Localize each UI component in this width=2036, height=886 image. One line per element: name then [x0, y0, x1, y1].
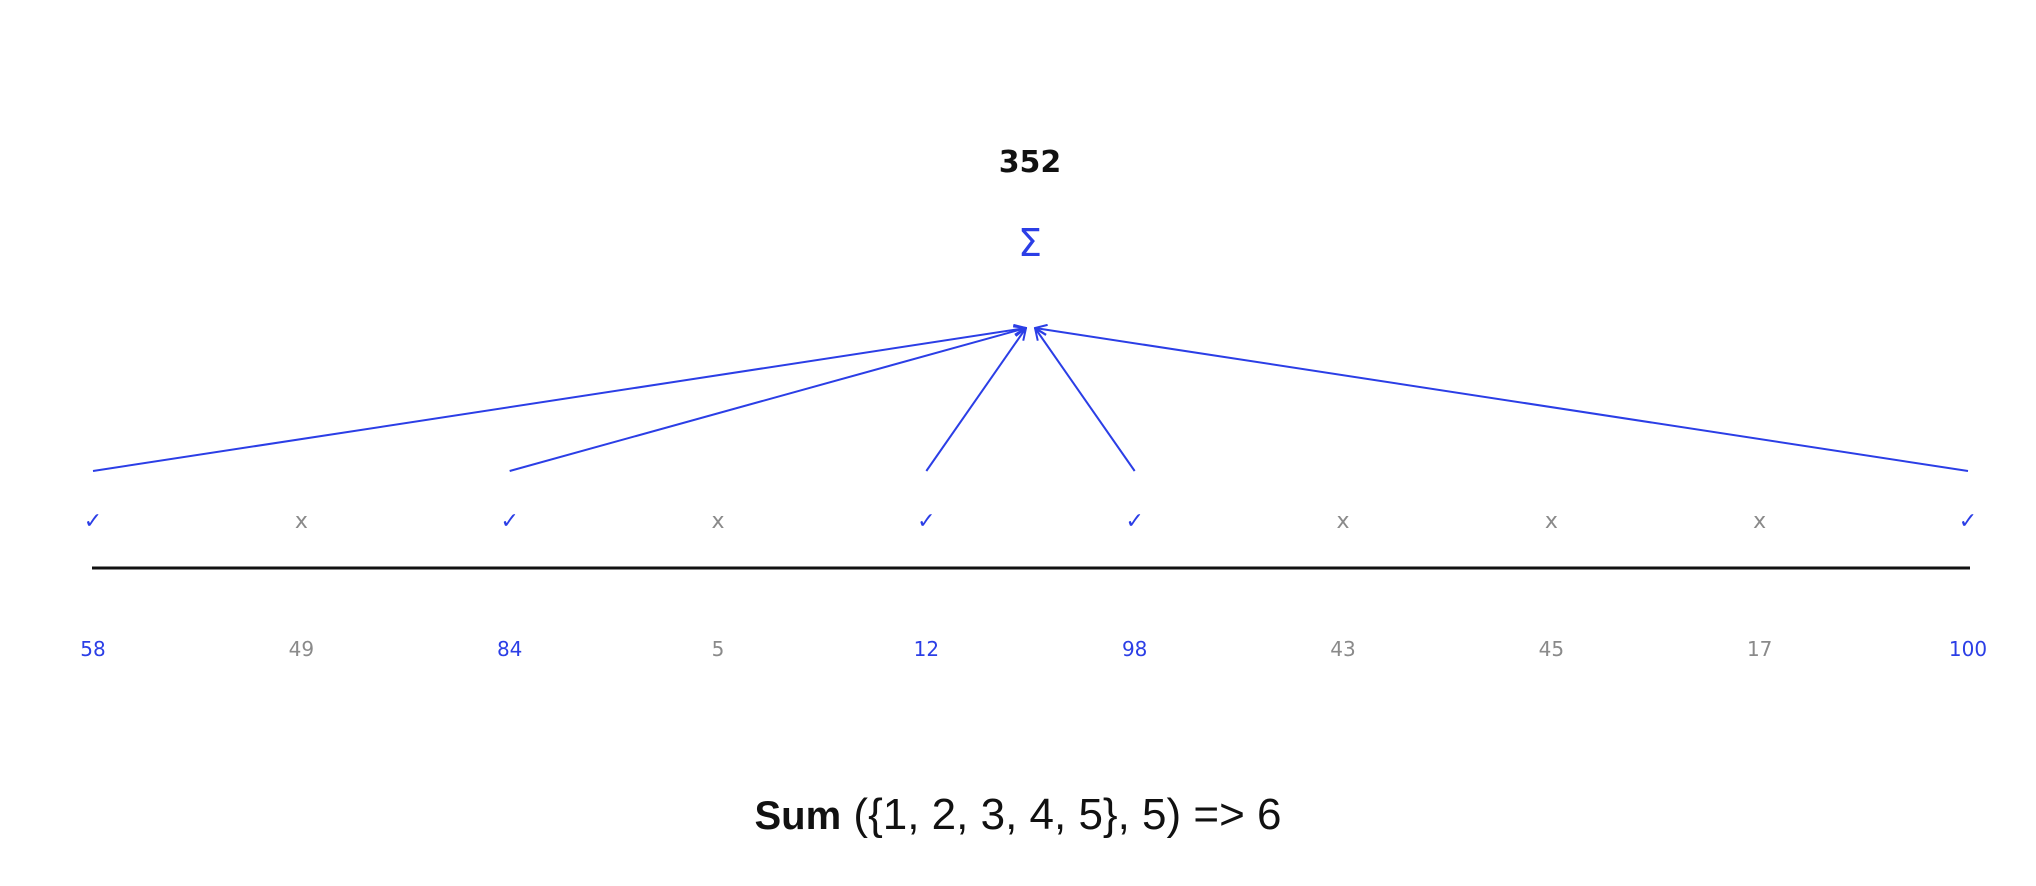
arrows-group [92, 328, 1969, 472]
cross-icon: x [1336, 509, 1349, 534]
item-value-5: 5 [712, 637, 725, 661]
check-icon: ✓ [500, 509, 518, 534]
cross-icon: x [1753, 509, 1766, 534]
sigma-icon: Σ [1018, 221, 1042, 265]
caption-expression: ({1, 2, 3, 4, 5}, 5) => 6 [841, 790, 1282, 839]
arrow-100 [1035, 328, 1969, 472]
item-value-45: 45 [1539, 637, 1564, 661]
cross-icon: x [711, 509, 724, 534]
item-value-98: 98 [1122, 637, 1147, 661]
check-icon: ✓ [84, 509, 102, 534]
cross-icon: x [1545, 509, 1558, 534]
check-icon: ✓ [1959, 509, 1977, 534]
values-group: 58 49 84 5 12 98 43 45 17 100 [80, 637, 1987, 661]
item-value-43: 43 [1330, 637, 1355, 661]
item-value-17: 17 [1747, 637, 1772, 661]
item-value-84: 84 [497, 637, 522, 661]
cross-icon: x [295, 509, 308, 534]
item-value-12: 12 [914, 637, 939, 661]
item-value-58: 58 [80, 637, 105, 661]
caption-function-name: Sum [754, 794, 842, 838]
total-value: 352 [999, 145, 1062, 180]
item-value-100: 100 [1949, 637, 1987, 661]
arrow-98 [1035, 328, 1136, 472]
check-icon: ✓ [1125, 509, 1143, 534]
arrow-58 [92, 328, 1026, 472]
marks-group: ✓ x ✓ x ✓ ✓ x x x ✓ [84, 509, 1977, 534]
check-icon: ✓ [917, 509, 935, 534]
arrow-12 [925, 328, 1026, 472]
arrow-84 [509, 328, 1026, 472]
item-value-49: 49 [289, 637, 314, 661]
caption: Sum ({1, 2, 3, 4, 5}, 5) => 6 [0, 790, 2036, 840]
